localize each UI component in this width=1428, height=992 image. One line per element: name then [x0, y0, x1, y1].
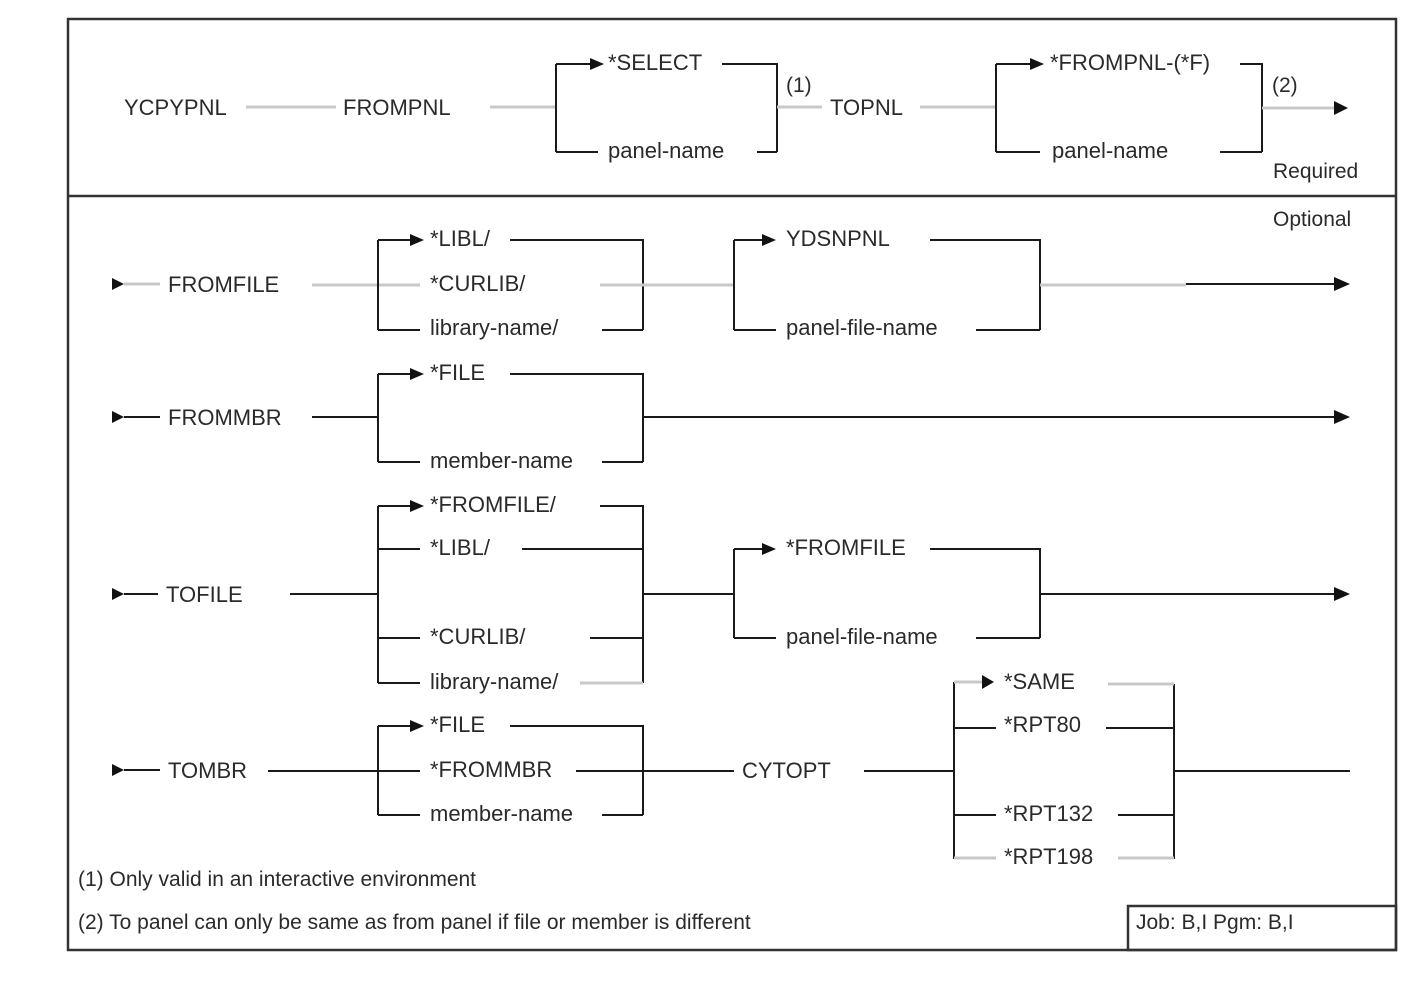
tombr-bracket-right: [510, 725, 644, 816]
cytopt-option: *RPT132: [1004, 801, 1093, 826]
frompnl-keyword: FROMPNL: [343, 95, 451, 120]
tofile-file-bracket-left: [733, 548, 776, 639]
diagram-frame: [66, 17, 1398, 952]
end-arrow-icon: [1334, 277, 1350, 291]
tofile-file-option: panel-file-name: [786, 624, 938, 649]
fromfile-file-option: panel-file-name: [786, 315, 938, 340]
note-ref-1: (1): [786, 74, 812, 97]
tombr-bracket-left: [377, 725, 420, 816]
topnl-option-default: *FROMPNL-(*F): [1050, 50, 1210, 75]
tofile-lib-option: *CURLIB/: [430, 624, 526, 649]
frompnl-option-default: *SELECT: [608, 50, 702, 75]
fromfile-lib-bracket-left: [377, 239, 420, 331]
tofile-file-option-default: *FROMFILE: [786, 535, 906, 560]
cytopt-keyword: CYTOPT: [742, 758, 831, 783]
cytopt-option: *RPT198: [1004, 844, 1093, 869]
tombr-option-default: *FILE: [430, 712, 485, 737]
frommbr-keyword: FROMMBR: [168, 405, 282, 430]
start-arrow-icon: [112, 588, 124, 600]
tofile-lib-option: library-name/: [430, 669, 559, 694]
cytopt-bracket-left-light: [954, 680, 996, 860]
job-pgm-box: [1126, 904, 1398, 952]
tofile-row: TOFILE *FROMFILE/ *LIBL/ *CURLIB/ librar…: [112, 492, 1350, 694]
frompnl-bracket-left: [555, 63, 598, 153]
frommbr-bracket-right: [510, 373, 644, 463]
topnl-option: panel-name: [1052, 138, 1168, 163]
end-arrow-icon: [1334, 101, 1348, 115]
fromfile-file-bracket-right: [930, 239, 1041, 331]
frommbr-row: FROMMBR *FILE member-name: [112, 360, 1350, 473]
default-arrow-icon: [410, 368, 424, 380]
topnl-bracket-right: [1220, 63, 1263, 153]
tombr-keyword: TOMBR: [168, 758, 247, 783]
tofile-lib-bracket-right: [522, 505, 644, 683]
default-arrow-icon: [982, 675, 994, 689]
start-arrow-icon: [112, 278, 124, 290]
fromfile-lib-bracket-right: [510, 239, 644, 331]
default-arrow-icon: [410, 720, 424, 732]
frommbr-option: member-name: [430, 448, 573, 473]
tofile-lib-bracket-left: [377, 505, 420, 684]
optional-label: Optional: [1273, 208, 1351, 231]
cytopt-option-default: *SAME: [1004, 669, 1075, 694]
cytopt-bracket-right-light: [1108, 682, 1174, 860]
tofile-lib-option-default: *FROMFILE/: [430, 492, 557, 517]
default-arrow-icon: [410, 234, 424, 246]
fromfile-row: FROMFILE *LIBL/ *CURLIB/ library-name/ Y…: [112, 226, 1350, 340]
start-arrow-icon: [112, 411, 124, 423]
job-pgm-label: Job: B,I Pgm: B,I: [1136, 911, 1294, 934]
topnl-keyword: TOPNL: [830, 95, 903, 120]
default-arrow-icon: [762, 234, 776, 246]
fromfile-file-bracket-left: [733, 239, 776, 331]
start-arrow-icon: [112, 764, 124, 776]
tofile-keyword: TOFILE: [166, 582, 243, 607]
fromfile-file-option-default: YDSNPNL: [786, 226, 890, 251]
fromfile-keyword: FROMFILE: [168, 272, 279, 297]
cytopt-bracket-right: [1106, 684, 1175, 859]
tofile-lib-option: *LIBL/: [430, 535, 491, 560]
frompnl-bracket-right: [722, 63, 778, 153]
default-arrow-icon: [1030, 58, 1044, 70]
fromfile-lib-option: library-name/: [430, 315, 559, 340]
command-name: YCPYPNL: [124, 95, 227, 120]
cytopt-option: *RPT80: [1004, 712, 1081, 737]
end-arrow-icon: [1334, 410, 1350, 424]
topnl-bracket-left: [995, 63, 1040, 153]
default-arrow-icon: [410, 500, 424, 512]
tofile-file-bracket-right: [930, 548, 1041, 639]
fromfile-lib-option: *CURLIB/: [430, 271, 526, 296]
footnote-2: (2) To panel can only be same as from pa…: [78, 911, 751, 934]
frompnl-option: panel-name: [608, 138, 724, 163]
footnote-1: (1) Only valid in an interactive environ…: [78, 868, 476, 891]
tombr-row: TOMBR *FILE *FROMMBR member-name CYTOPT …: [112, 669, 1350, 869]
end-arrow-icon: [1334, 587, 1350, 601]
tombr-option: member-name: [430, 801, 573, 826]
cytopt-bracket-left: [953, 682, 996, 859]
required-section: YCPYPNL FROMPNL *SELECT panel-name (1) T…: [124, 50, 1358, 183]
default-arrow-icon: [590, 58, 604, 70]
frommbr-bracket-left: [377, 373, 420, 463]
required-label: Required: [1273, 160, 1358, 183]
frommbr-option-default: *FILE: [430, 360, 485, 385]
default-arrow-icon: [762, 543, 776, 555]
note-ref-2: (2): [1272, 74, 1298, 97]
fromfile-lib-option-default: *LIBL/: [430, 226, 491, 251]
tombr-option: *FROMMBR: [430, 757, 552, 782]
